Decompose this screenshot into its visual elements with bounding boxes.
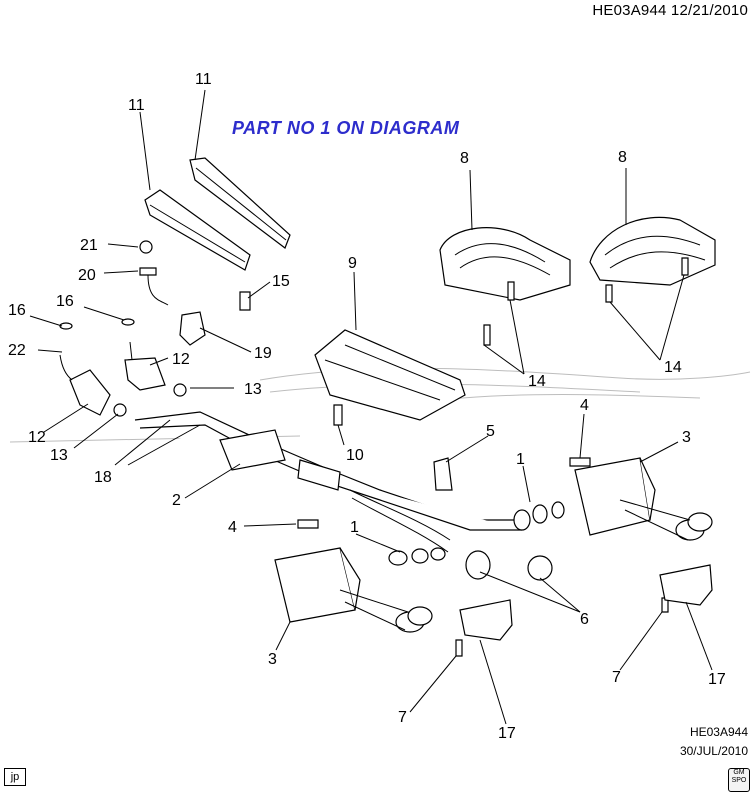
callout-20: 20 — [78, 267, 96, 284]
muffler-left — [274, 547, 433, 633]
heat-shield-8-left — [439, 227, 571, 301]
heat-shield-11-rear — [189, 157, 291, 249]
callout-3-right: 3 — [682, 429, 691, 446]
callout-11-rear: 11 — [195, 71, 212, 88]
callout-4-left: 4 — [228, 519, 237, 536]
fasteners — [59, 240, 689, 657]
heat-shield-9 — [314, 329, 466, 421]
callout-12-upper: 12 — [172, 351, 190, 368]
muffler-right — [574, 457, 713, 541]
callout-16-right: 16 — [56, 293, 74, 310]
callout-8-right: 8 — [618, 149, 627, 166]
leader-lines — [29, 89, 713, 725]
catalytic-converter-right — [124, 341, 166, 391]
callout-13-lower: 13 — [50, 447, 68, 464]
diagram-code-footer: HE03A944 — [689, 725, 748, 739]
gm-spo-badge: GM SPO — [728, 768, 750, 792]
callout-22: 22 — [8, 342, 26, 359]
callout-7-right: 7 — [612, 669, 621, 686]
callout-15: 15 — [272, 273, 290, 290]
callout-6: 6 — [580, 611, 589, 628]
gaskets-13 — [113, 383, 187, 417]
part-note: PART NO 1 ON DIAGRAM — [232, 118, 460, 138]
callout-1-left: 1 — [350, 519, 359, 536]
exhaust-pipe-2 — [134, 411, 522, 553]
callout-13-upper: 13 — [244, 381, 262, 398]
callout-1-right: 1 — [516, 451, 525, 468]
callout-2: 2 — [172, 492, 181, 509]
callout-7-left: 7 — [398, 709, 407, 726]
callout-14-right: 14 — [664, 359, 682, 376]
diagram-reference-header: HE03A944 12/21/2010 — [592, 2, 748, 19]
callout-9: 9 — [348, 255, 357, 272]
jp-badge[interactable]: jp — [4, 768, 26, 786]
callout-8-left: 8 — [460, 150, 469, 167]
callout-4-right: 4 — [580, 397, 589, 414]
mounting-brackets-17 — [459, 564, 713, 641]
callout-labels: 11 11 8 8 21 20 15 9 16 16 19 22 12 13 1… — [8, 71, 726, 742]
callout-10: 10 — [346, 447, 364, 464]
callout-19: 19 — [254, 345, 272, 362]
callout-11-front: 11 — [128, 97, 145, 114]
diagram-date-footer: 30/JUL/2010 — [679, 744, 748, 758]
callout-5: 5 — [486, 423, 495, 440]
rubber-hangers-6 — [465, 550, 553, 581]
callout-14-left: 14 — [528, 373, 546, 390]
catalytic-converter-left — [59, 354, 111, 416]
callout-17-left: 17 — [498, 725, 516, 742]
callout-12-lower: 12 — [28, 429, 46, 446]
flange-clamps — [388, 501, 565, 566]
callout-17-right: 17 — [708, 671, 726, 688]
callout-21: 21 — [80, 237, 98, 254]
callout-3-left: 3 — [268, 651, 277, 668]
callout-18: 18 — [94, 469, 112, 486]
callout-16-left: 16 — [8, 302, 26, 319]
heat-shield-8-right — [589, 216, 716, 286]
heat-shield-11-front — [144, 189, 251, 271]
